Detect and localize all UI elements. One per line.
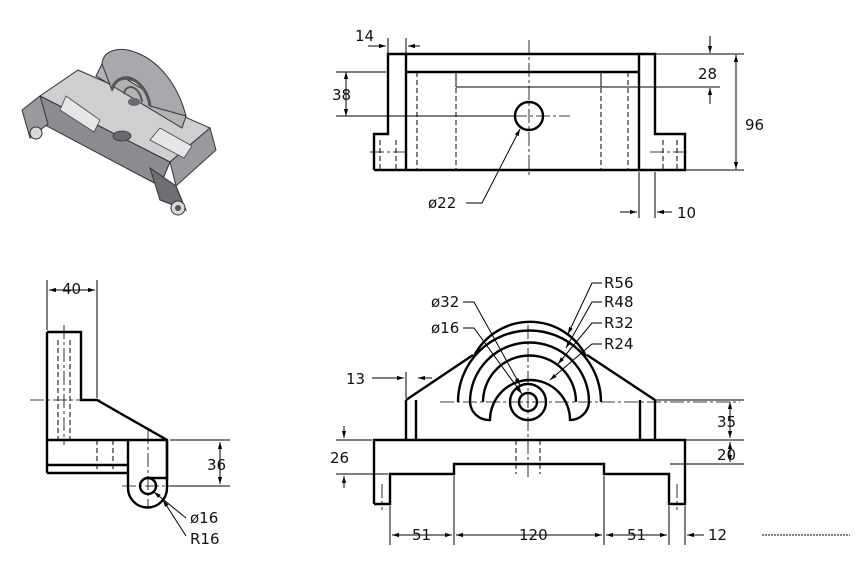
dim-120-label: 120	[519, 526, 548, 544]
dim-dia16-side-label: ø16	[190, 509, 218, 527]
front-view	[336, 36, 744, 218]
dim-r48-label: R48	[604, 293, 634, 311]
dim-dia22-label: ø22	[428, 194, 456, 212]
dim-20-label: 20	[717, 446, 736, 464]
dim-14-label: 14	[355, 27, 374, 45]
dim-38-label: 38	[332, 86, 351, 104]
dim-r16-label: R16	[190, 530, 220, 548]
dim-r24-label: R24	[604, 335, 634, 353]
dim-51-left-label: 51	[412, 526, 431, 544]
side-view	[30, 280, 230, 537]
dim-51-right-label: 51	[627, 526, 646, 544]
dim-12-label: 12	[708, 526, 727, 544]
dim-dia16-top-label: ø16	[431, 319, 459, 337]
dim-40-label: 40	[62, 280, 81, 298]
dim-36-label: 36	[207, 456, 226, 474]
isometric-view	[21, 49, 217, 216]
dim-dia32-label: ø32	[431, 293, 459, 311]
dim-28-label: 28	[698, 65, 717, 83]
dim-35-label: 35	[717, 413, 736, 431]
dim-26-label: 26	[330, 449, 349, 467]
top-view	[336, 282, 850, 545]
dim-13-label: 13	[346, 370, 365, 388]
dim-96-label: 96	[745, 116, 764, 134]
dim-r56-label: R56	[604, 274, 634, 292]
dim-10-label: 10	[677, 204, 696, 222]
dim-r32-label: R32	[604, 314, 634, 332]
